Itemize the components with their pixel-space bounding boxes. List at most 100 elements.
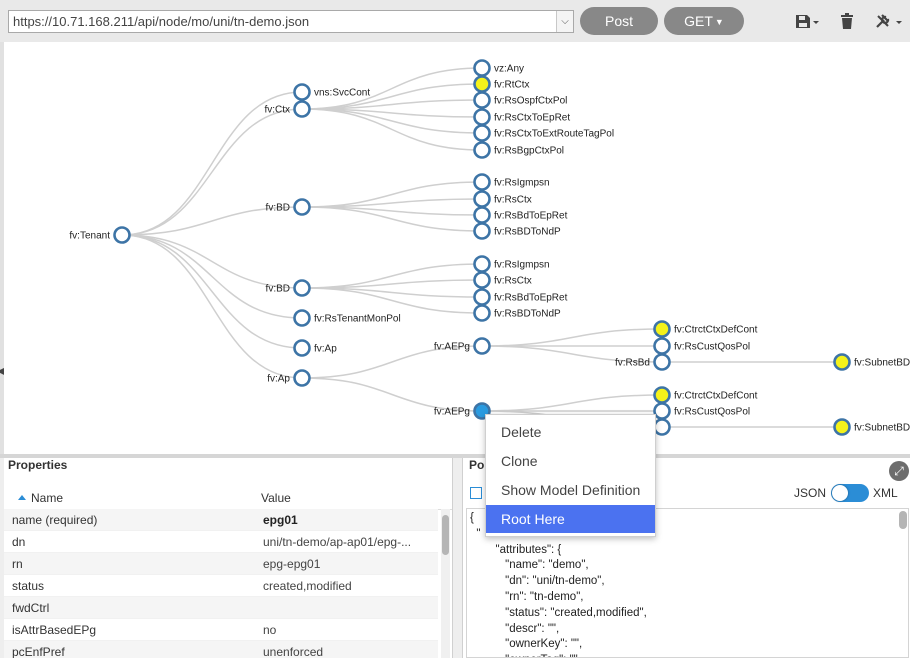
tree-node-circle[interactable] bbox=[833, 353, 851, 371]
tree-node-circle[interactable] bbox=[653, 353, 671, 371]
tree-node-circle[interactable] bbox=[473, 190, 491, 208]
tree-node[interactable]: fv:BD bbox=[266, 198, 311, 216]
tree-node[interactable]: fv:RtCtx bbox=[473, 75, 530, 93]
tree-node-circle[interactable] bbox=[473, 206, 491, 224]
code-scrollbar[interactable] bbox=[899, 511, 907, 655]
tree-node[interactable]: fv:SubnetBD bbox=[833, 353, 910, 371]
tree-node[interactable]: fv:RsCustQosPol bbox=[653, 402, 751, 420]
expand-icon[interactable]: ⤢ bbox=[889, 461, 909, 481]
tree-node[interactable]: fv:RsCtx bbox=[473, 271, 532, 289]
tree-node-circle[interactable] bbox=[293, 369, 311, 387]
menu-item-clone[interactable]: Clone bbox=[501, 453, 538, 469]
tree-node[interactable]: fv:RsBDToNdP bbox=[473, 304, 562, 322]
tree-node[interactable]: fv:CtrctCtxDefCont bbox=[653, 386, 758, 404]
menu-item-show-model-definition[interactable]: Show Model Definition bbox=[501, 482, 641, 498]
tree-node-circle[interactable] bbox=[473, 288, 491, 306]
tree-node-circle[interactable] bbox=[473, 59, 491, 77]
tree-node[interactable]: fv:CtrctCtxDefCont bbox=[653, 320, 758, 338]
tree-node[interactable]: fv:AEPg bbox=[434, 337, 491, 355]
tree-node-circle[interactable] bbox=[653, 402, 671, 420]
save-icon[interactable] bbox=[794, 12, 820, 30]
tree-node-circle[interactable] bbox=[473, 124, 491, 142]
tree-node[interactable]: fv:RsCtxToEpRet bbox=[473, 108, 571, 126]
property-value[interactable]: unenforced bbox=[263, 645, 324, 658]
tree-node[interactable]: fv:Tenant bbox=[69, 226, 131, 244]
tree-node[interactable]: fv:RsCtxToExtRouteTagPol bbox=[473, 124, 615, 142]
collapse-left-icon[interactable]: ◀ bbox=[0, 366, 5, 377]
property-value[interactable]: no bbox=[263, 623, 277, 637]
tree-node-circle[interactable] bbox=[653, 337, 671, 355]
tree-node-circle[interactable] bbox=[293, 279, 311, 297]
tree-node[interactable]: vns:SvcCont bbox=[293, 83, 371, 101]
tree-node[interactable]: fv:AEPg bbox=[434, 402, 491, 420]
tree-node-circle[interactable] bbox=[293, 339, 311, 357]
property-row[interactable]: name (required)epg01 bbox=[4, 509, 438, 531]
column-header-value[interactable]: Value bbox=[261, 491, 291, 505]
tree-node-circle[interactable] bbox=[653, 386, 671, 404]
tree-node-circle[interactable] bbox=[473, 304, 491, 322]
column-header-name[interactable]: Name bbox=[31, 491, 64, 505]
left-panel-edge[interactable]: ◀ bbox=[0, 42, 5, 454]
tree-node-circle[interactable] bbox=[473, 108, 491, 126]
code-scroll-thumb[interactable] bbox=[899, 511, 907, 529]
post-button[interactable]: Post bbox=[580, 7, 658, 35]
tree-node[interactable]: vz:Any bbox=[473, 59, 525, 77]
tree-node[interactable]: fv:RsTenantMonPol bbox=[293, 309, 401, 327]
tree-node-circle[interactable] bbox=[293, 83, 311, 101]
tree-node-circle[interactable] bbox=[473, 75, 491, 93]
property-value[interactable]: epg-epg01 bbox=[263, 557, 321, 571]
tree-node-circle[interactable] bbox=[473, 141, 491, 159]
tree-node-circle[interactable] bbox=[473, 173, 491, 191]
tools-icon[interactable] bbox=[874, 12, 904, 30]
tree-node[interactable]: fv:RsBgpCtxPol bbox=[473, 141, 565, 159]
tree-node-circle[interactable] bbox=[473, 255, 491, 273]
properties-scrollbar[interactable] bbox=[441, 509, 450, 658]
tree-node[interactable]: fv:RsIgmpsn bbox=[473, 173, 550, 191]
tree-node[interactable]: fv:SubnetBD bbox=[833, 418, 910, 436]
panel-splitter[interactable] bbox=[0, 454, 910, 458]
tree-node[interactable]: fv:Ctx bbox=[264, 100, 311, 118]
property-value[interactable]: created,modified bbox=[263, 579, 352, 593]
tree-node-circle[interactable] bbox=[473, 337, 491, 355]
tree-node-circle[interactable] bbox=[653, 320, 671, 338]
tree-node[interactable]: fv:BD bbox=[266, 279, 311, 297]
tree-node[interactable]: fv:Ap bbox=[267, 369, 311, 387]
property-value[interactable]: uni/tn-demo/ap-ap01/epg-... bbox=[263, 535, 412, 549]
tree-node-circle[interactable] bbox=[293, 309, 311, 327]
tree-node[interactable] bbox=[653, 418, 671, 436]
tree-node-circle[interactable] bbox=[473, 91, 491, 109]
payload-checkbox[interactable] bbox=[470, 487, 482, 499]
get-method-button[interactable]: GET▼ bbox=[664, 7, 744, 35]
trash-icon[interactable] bbox=[838, 12, 856, 30]
property-value[interactable]: epg01 bbox=[263, 513, 298, 527]
tree-node-circle[interactable] bbox=[293, 100, 311, 118]
tree-node[interactable]: fv:RsCtx bbox=[473, 190, 532, 208]
tree-node-circle[interactable] bbox=[293, 198, 311, 216]
tree-node[interactable]: fv:RsBdToEpRet bbox=[473, 288, 568, 306]
property-row[interactable]: fwdCtrl bbox=[4, 597, 438, 619]
tree-node[interactable]: fv:RsIgmpsn bbox=[473, 255, 550, 273]
json-xml-toggle[interactable] bbox=[831, 484, 869, 502]
tree-node[interactable]: fv:RsBdToEpRet bbox=[473, 206, 568, 224]
tree-node[interactable]: fv:Ap bbox=[293, 339, 338, 357]
tree-node[interactable]: fv:RsBd bbox=[615, 353, 671, 371]
tree-node-circle[interactable] bbox=[653, 418, 671, 436]
tree-node-circle[interactable] bbox=[473, 222, 491, 240]
tree-node[interactable]: fv:RsCustQosPol bbox=[653, 337, 751, 355]
url-input[interactable]: https://10.71.168.211/api/node/mo/uni/tn… bbox=[8, 10, 574, 33]
menu-item-root-here[interactable]: Root Here bbox=[486, 505, 655, 533]
tree-node-circle[interactable] bbox=[473, 271, 491, 289]
tree-node[interactable]: fv:RsBDToNdP bbox=[473, 222, 562, 240]
menu-item-delete[interactable]: Delete bbox=[501, 424, 542, 440]
tree-node-circle[interactable] bbox=[113, 226, 131, 244]
url-dropdown-chevron-down-icon[interactable]: ⌵ bbox=[556, 11, 573, 32]
sort-ascending-icon[interactable] bbox=[18, 495, 26, 500]
tree-node[interactable]: fv:RsOspfCtxPol bbox=[473, 91, 568, 109]
tree-node-circle[interactable] bbox=[833, 418, 851, 436]
